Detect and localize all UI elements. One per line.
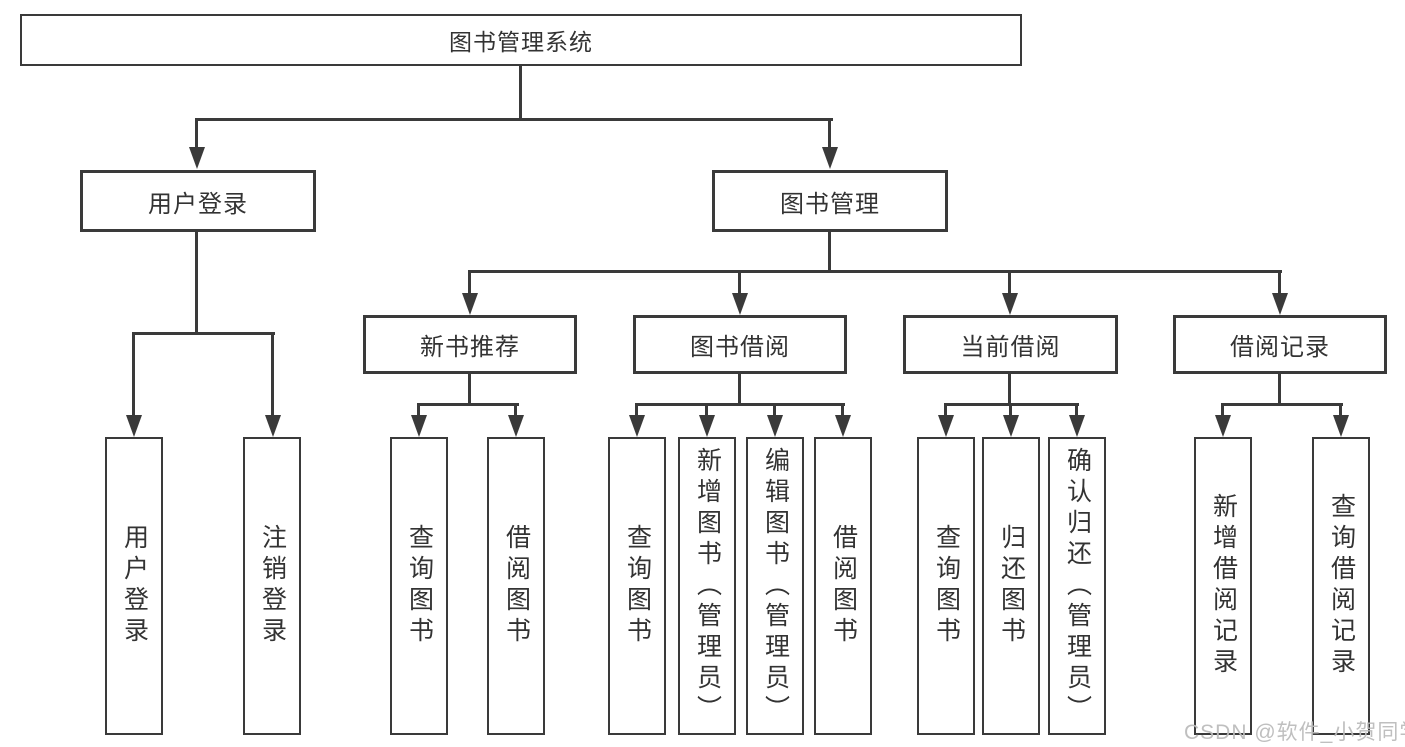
connector-line [1278,270,1281,294]
connector-line [1221,403,1343,406]
node-book-management-system: 图书管理系统 [20,14,1022,66]
connector-arrowhead [1069,415,1085,437]
leaf-label: 编辑图书（管理员） [761,446,790,726]
connector-arrowhead [462,293,478,315]
connector-line [271,332,274,416]
connector-line [1008,374,1011,406]
leaf-return-books: 归还图书 [982,437,1040,735]
leaf-borrow-books-borrowing: 借阅图书 [814,437,872,735]
connector-arrowhead [265,415,281,437]
leaf-add-borrow-record: 新增借阅记录 [1194,437,1252,735]
connector-line [468,374,471,406]
leaf-logout: 注销登录 [243,437,301,735]
connector-line [1075,403,1078,416]
leaf-query-books-recommendation: 查询图书 [390,437,448,735]
connector-line [195,118,198,148]
leaf-query-borrow-record: 查询借阅记录 [1312,437,1370,735]
connector-line [514,403,517,416]
leaf-label: 新增图书（管理员） [693,446,722,726]
connector-arrowhead [411,415,427,437]
connector-arrowhead [699,415,715,437]
node-user-login: 用户登录 [80,170,316,232]
connector-arrowhead [1272,293,1288,315]
node-new-book-recommendation: 新书推荐 [363,315,577,374]
connector-arrowhead [1333,415,1349,437]
connector-line [841,403,844,416]
leaf-label: 用户登录 [120,524,149,648]
connector-line [738,270,741,294]
connector-line [468,270,1282,273]
connector-arrowhead [835,415,851,437]
connector-line [417,403,420,416]
leaf-label: 归还图书 [997,524,1026,648]
node-borrowing-records: 借阅记录 [1173,315,1387,374]
connector-arrowhead [126,415,142,437]
connector-line [1221,403,1224,416]
leaf-confirm-return-admin: 确认归还（管理员） [1048,437,1106,735]
connector-line [1278,374,1281,406]
leaf-label: 借阅图书 [502,524,531,648]
leaf-label: 新增借阅记录 [1209,493,1238,679]
connector-arrowhead [1003,415,1019,437]
connector-arrowhead [767,415,783,437]
leaf-label: 查询借阅记录 [1327,493,1356,679]
connector-line [196,118,833,121]
connector-line [635,403,845,406]
node-book-borrowing: 图书借阅 [633,315,847,374]
connector-arrowhead [1002,293,1018,315]
connector-line [468,270,471,294]
connector-arrowhead [508,415,524,437]
connector-line [705,403,708,416]
connector-line [519,64,522,120]
leaf-label: 查询图书 [405,524,434,648]
leaf-label: 注销登录 [258,524,287,648]
connector-arrowhead [1215,415,1231,437]
connector-line [828,232,831,273]
node-book-management: 图书管理 [712,170,948,232]
leaf-query-books-current: 查询图书 [917,437,975,735]
connector-line [773,403,776,416]
leaf-label: 查询图书 [932,524,961,648]
node-current-borrowing: 当前借阅 [903,315,1118,374]
leaf-add-books-admin: 新增图书（管理员） [678,437,736,735]
connector-line [828,118,831,148]
watermark: CSDN @软件_小贺同学 [1184,721,1405,744]
leaf-label: 查询图书 [623,524,652,648]
connector-arrowhead [732,293,748,315]
connector-arrowhead [938,415,954,437]
connector-line [1009,403,1012,416]
connector-arrowhead [629,415,645,437]
connector-line [132,332,275,335]
leaf-query-books-borrowing: 查询图书 [608,437,666,735]
leaf-user-login: 用户登录 [105,437,163,735]
connector-line [1008,270,1011,294]
connector-line [132,332,135,416]
connector-line [417,403,519,406]
leaf-label: 确认归还（管理员） [1063,446,1092,726]
connector-arrowhead [189,147,205,169]
leaf-edit-books-admin: 编辑图书（管理员） [746,437,804,735]
connector-line [195,232,198,334]
connector-line [1339,403,1342,416]
leaf-borrow-books-recommendation: 借阅图书 [487,437,545,735]
connector-arrowhead [822,147,838,169]
connector-line [635,403,638,416]
connector-line [944,403,947,416]
connector-line [738,374,741,406]
leaf-label: 借阅图书 [829,524,858,648]
